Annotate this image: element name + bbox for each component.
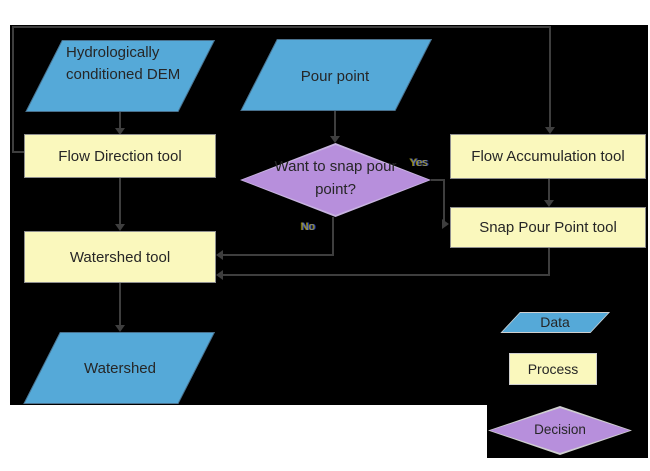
node-snappourpoint-box: Snap Pour Point tool	[450, 207, 646, 248]
node-flowdirection-label: Flow Direction tool	[58, 147, 182, 165]
edge-flowaccumulation-snap	[548, 179, 550, 200]
edge-flowdirection-flowaccumulation-left	[12, 26, 14, 153]
node-watershed-label: Watershed	[84, 360, 156, 377]
arrowhead-yes-snap	[442, 219, 449, 229]
node-watershedtool-box: Watershed tool	[24, 231, 216, 283]
arrowhead-flowaccumulation-snap	[544, 200, 554, 207]
edge-flowdirection-watershedtool	[119, 178, 121, 224]
edge-watershedtool-watershed	[119, 283, 121, 325]
edge-flowdirection-flowaccumulation-stub	[12, 151, 24, 153]
arrowhead-flowdirection-watershedtool	[115, 224, 125, 231]
edge-snap-watershedtool-v	[548, 248, 550, 275]
node-pourpoint-label: Pour point	[300, 68, 370, 85]
node-flowaccumulation-box: Flow Accumulation tool	[450, 134, 646, 179]
edge-decision-yes-v	[443, 179, 445, 224]
legend-process-box: Process	[509, 353, 597, 385]
edge-flowdirection-flowaccumulation-right	[549, 26, 551, 127]
edge-label-no: No	[301, 221, 316, 233]
edge-decision-no-v	[332, 217, 334, 256]
arrowhead-flowaccumulation	[545, 127, 555, 134]
node-dem-label: Hydrologically conditioned DEM	[66, 44, 181, 83]
arrowhead-snap-watershedtool	[216, 270, 223, 280]
node-snappourpoint-label: Snap Pour Point tool	[479, 219, 617, 236]
arrowhead-dem-flowdirection	[115, 128, 125, 135]
legend-process-label: Process	[527, 361, 579, 377]
edge-label-yes: Yes	[410, 157, 428, 169]
arrowhead-pourpoint-decision	[330, 136, 340, 143]
arrowhead-watershedtool-watershed	[115, 325, 125, 332]
edge-dem-flowdirection	[119, 112, 121, 128]
node-decision-label: Want to snap pour point?	[274, 158, 397, 198]
edge-snap-watershedtool-h	[222, 274, 550, 276]
legend-data-label: Data	[540, 314, 570, 330]
node-watershedtool-label: Watershed tool	[69, 248, 171, 266]
edge-pourpoint-decision	[334, 111, 336, 136]
node-flowaccumulation-label: Flow Accumulation tool	[471, 148, 625, 165]
arrowhead-no-watershedtool	[216, 250, 223, 260]
edge-decision-no-h	[222, 254, 334, 256]
node-flowdirection-box: Flow Direction tool	[24, 134, 216, 178]
edge-decision-yes-h	[431, 179, 445, 181]
edge-flowdirection-flowaccumulation-top	[12, 26, 551, 28]
legend-decision-label: Decision	[534, 422, 586, 437]
